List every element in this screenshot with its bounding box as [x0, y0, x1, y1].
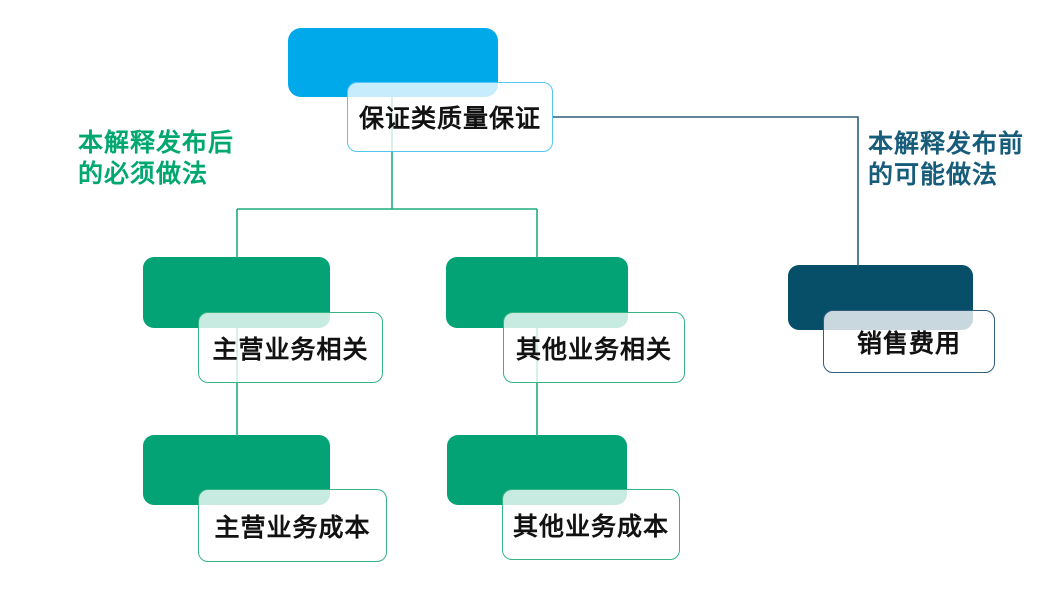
caption-before-release-line2: 的可能做法 — [868, 161, 999, 189]
node-root-label: 保证类质量保证 — [358, 105, 541, 133]
node-bottom-left-label: 主营业务成本 — [214, 513, 371, 542]
node-mid-right: 其他业务相关 — [503, 312, 685, 383]
caption-before-release: 本解释发布前 的可能做法 — [868, 129, 1024, 191]
node-root: 保证类质量保证 — [347, 82, 553, 152]
caption-after-release-line2: 的必须做法 — [78, 160, 209, 188]
node-bottom-right-label: 其他业务成本 — [512, 512, 669, 541]
node-sales: 销售费用 — [823, 310, 995, 373]
node-bottom-right: 其他业务成本 — [502, 489, 680, 560]
node-mid-left-label: 主营业务相关 — [212, 335, 369, 364]
node-bottom-left: 主营业务成本 — [198, 489, 387, 562]
node-mid-right-label: 其他业务相关 — [515, 335, 672, 364]
caption-before-release-line1: 本解释发布前 — [868, 130, 1025, 158]
node-mid-left: 主营业务相关 — [198, 312, 383, 383]
caption-after-release: 本解释发布后 的必须做法 — [78, 128, 234, 190]
edge-root-to-sales — [553, 116, 859, 266]
node-sales-label: 销售费用 — [856, 329, 961, 358]
caption-after-release-line1: 本解释发布后 — [78, 129, 235, 157]
